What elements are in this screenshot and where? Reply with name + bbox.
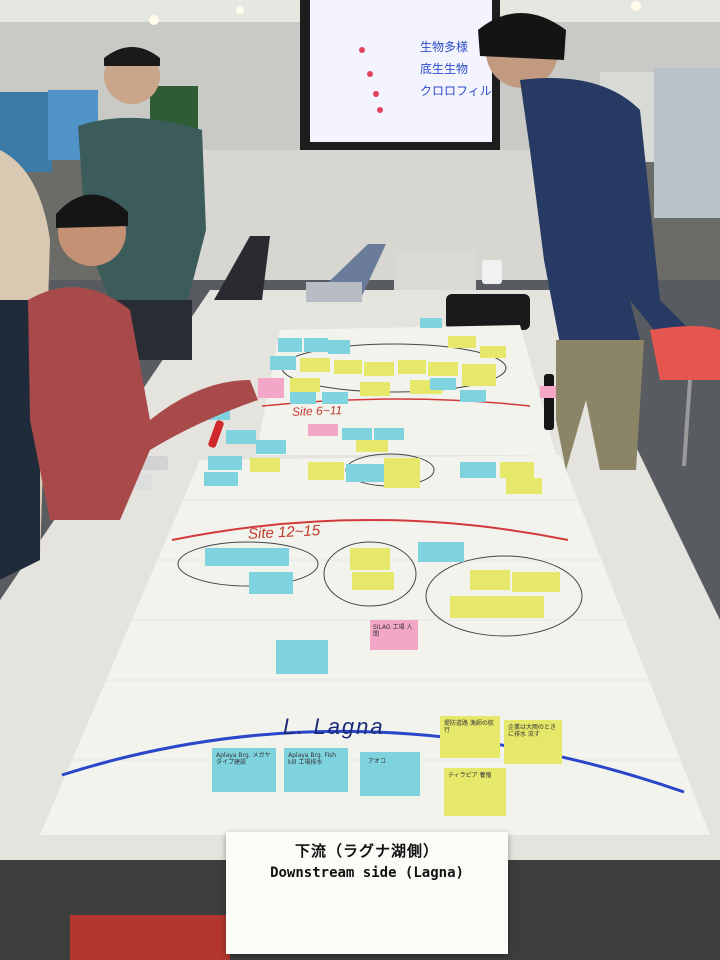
projector-screen [310, 0, 492, 142]
note-text: アオコ [368, 758, 387, 765]
lake-line [61, 729, 685, 794]
note-text: ティラピア 養殖 [448, 772, 492, 779]
marker [544, 374, 554, 430]
screen-line: 底生生物 [420, 62, 469, 76]
marker [208, 420, 224, 448]
screen-text: 生物多様 底生生物 クロロフィル [420, 36, 492, 102]
note-text: Aplaya Brg. Fish kill 工場排水 [288, 752, 337, 766]
note-text: Aplaya Brg. メガヤタイプ建設 [216, 752, 271, 766]
screen-line: クロロフィル [420, 84, 492, 98]
lake-label: L. Lagna [283, 714, 385, 739]
downstream-sign: 下流（ラグナ湖側） Downstream side (Lagna) [226, 832, 508, 954]
sign-line-en: Downstream side (Lagna) [270, 865, 464, 881]
cup [482, 260, 502, 284]
sticky-notes [205, 458, 562, 816]
red-chair-right [650, 326, 720, 380]
note-text: SILAG 工場 人間 [373, 624, 413, 638]
site-label-upper: Site 6~11 [291, 403, 343, 419]
sticky-notes-upper [258, 318, 506, 452]
site-line [171, 519, 569, 541]
note-text: 堤防道路 漁師の航行 [444, 720, 494, 734]
document-camera [394, 250, 476, 290]
poster [654, 68, 720, 218]
ceiling-light [149, 15, 159, 25]
screen-line: 生物多様 [420, 40, 469, 54]
projector [446, 294, 530, 330]
laptop [214, 236, 270, 300]
sign-line-jp: 下流（ラグナ湖側） [294, 842, 439, 860]
group-circles [177, 343, 583, 637]
ceiling-light [631, 1, 641, 11]
note-text: 企業は大雨のときに排水 流す [508, 724, 557, 738]
loose-notes [204, 408, 286, 486]
red-chair [70, 915, 230, 960]
ceiling-light [236, 6, 244, 14]
